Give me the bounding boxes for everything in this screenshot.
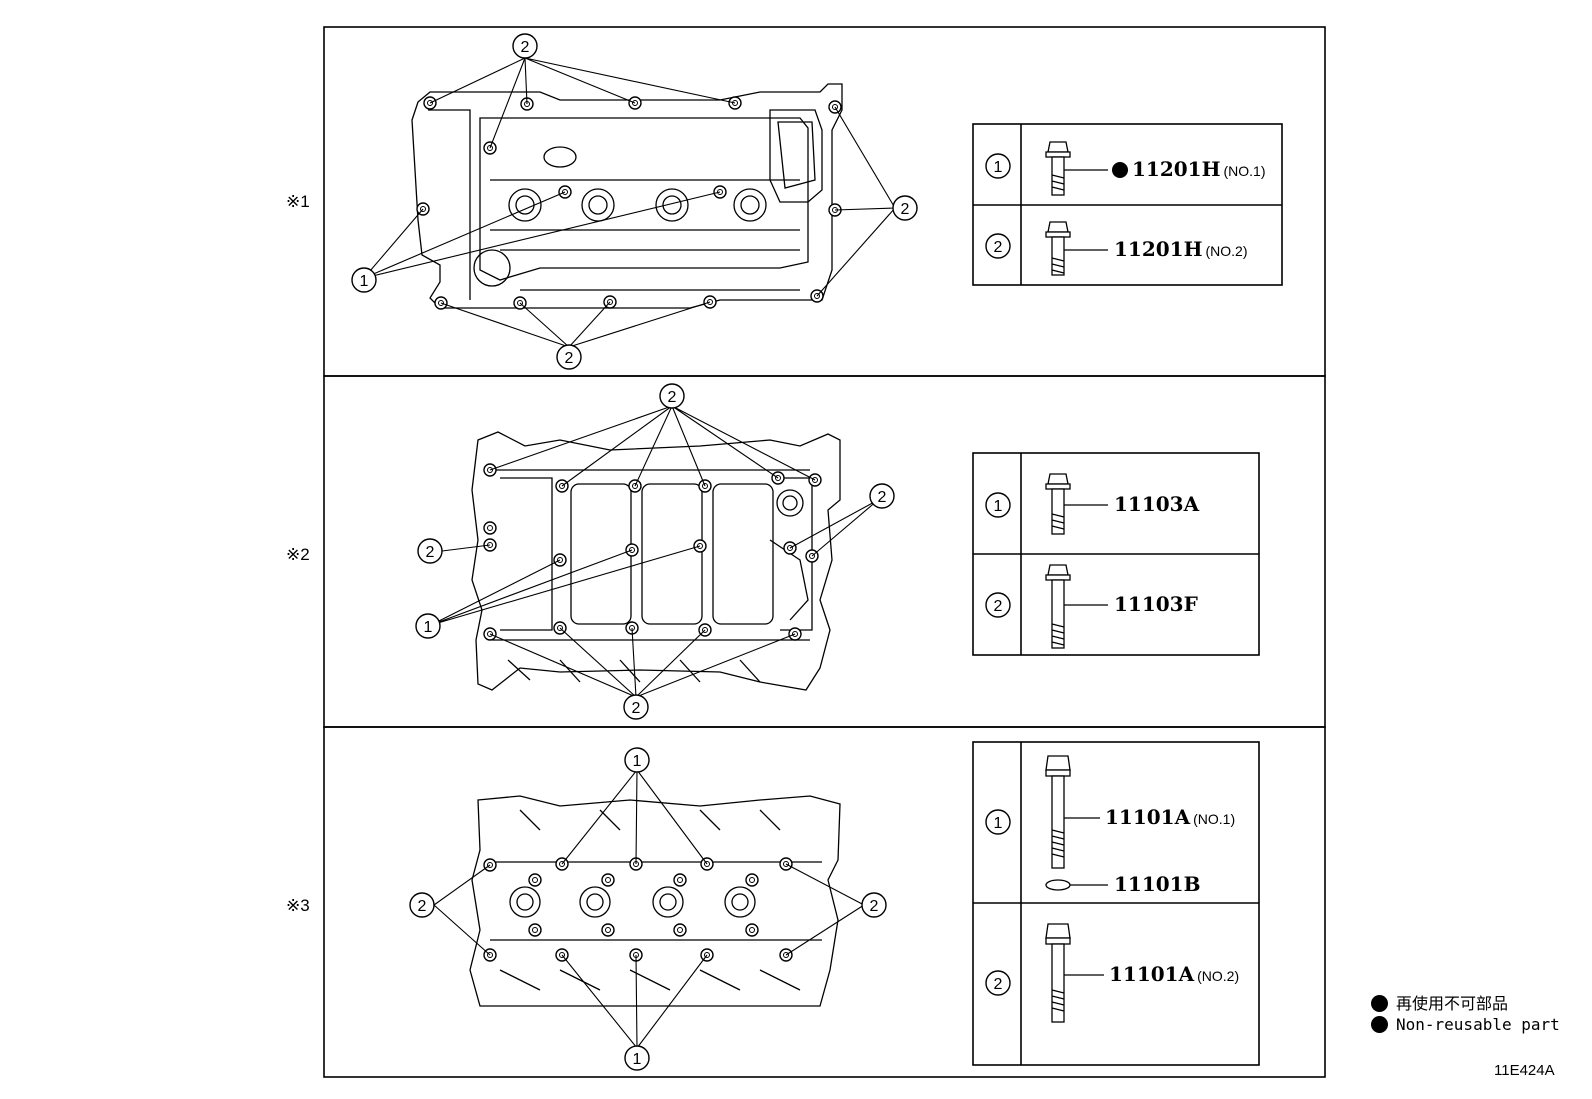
bolt-11201h-no2-icon bbox=[1045, 221, 1108, 276]
section-2-frame bbox=[323, 375, 1326, 728]
section-1-leader-lines bbox=[363, 57, 896, 348]
legend-en: Non-reusable part bbox=[1371, 1015, 1560, 1034]
part-code: 11201H(NO.2) bbox=[1114, 237, 1248, 261]
bolt-11103f-icon bbox=[1045, 564, 1108, 649]
section-3-marker: ※3 bbox=[286, 896, 310, 915]
callout-2-icon bbox=[892, 195, 918, 221]
table-3-row-2-callout-icon bbox=[985, 970, 1011, 996]
part-code: 11103F bbox=[1114, 592, 1198, 616]
callout-1-icon bbox=[351, 267, 377, 293]
section-1-frame bbox=[323, 26, 1326, 377]
part-code: 11101B bbox=[1114, 872, 1201, 896]
callout-2-icon bbox=[659, 383, 685, 409]
section-2-callouts bbox=[415, 383, 895, 720]
table-callouts bbox=[985, 153, 1011, 996]
callout-1-icon bbox=[624, 747, 650, 773]
head-bolt-holes bbox=[483, 857, 793, 962]
section-1-marker: ※1 bbox=[286, 192, 310, 211]
bolt-11201h-no1-icon bbox=[1045, 141, 1108, 196]
section-2-marker: ※2 bbox=[286, 545, 310, 564]
non-reusable-dot-icon bbox=[1371, 995, 1388, 1012]
block-bolt-holes bbox=[483, 463, 822, 641]
section-2-leader-lines bbox=[430, 405, 879, 698]
section-3-leader-lines bbox=[433, 769, 865, 1049]
bolt-11101a-no1-icon bbox=[1045, 755, 1100, 869]
part-code: 11101A(NO.1) bbox=[1105, 805, 1236, 829]
washer-11101b-icon bbox=[1045, 879, 1108, 891]
cylinder-head-cover-illustration bbox=[411, 83, 843, 309]
bolt-11103a-icon bbox=[1045, 473, 1108, 535]
non-reusable-dot-icon bbox=[1112, 162, 1128, 178]
part-code: 11103A bbox=[1114, 492, 1200, 516]
cylinder-head-illustration bbox=[469, 795, 841, 1007]
part-code: 11101A(NO.2) bbox=[1109, 962, 1240, 986]
non-reusable-dot-icon bbox=[1371, 1016, 1388, 1033]
table-2-row-1-callout-icon bbox=[985, 492, 1011, 518]
callout-2-icon bbox=[409, 892, 435, 918]
callout-2-icon bbox=[417, 538, 443, 564]
table-2-row-2-callout-icon bbox=[985, 592, 1011, 618]
figure-id: 11E424A bbox=[1494, 1062, 1555, 1079]
part-code: 11201H(NO.1) bbox=[1132, 157, 1266, 181]
part-tables bbox=[972, 123, 1283, 1066]
callout-2-icon bbox=[556, 344, 582, 370]
table-1-row-1-callout-icon bbox=[985, 153, 1011, 179]
bolt-drawings bbox=[1045, 141, 1108, 1023]
callout-2-icon bbox=[623, 694, 649, 720]
callout-2-icon bbox=[869, 483, 895, 509]
legend-jp: 再使用不可部品 bbox=[1371, 990, 1508, 1014]
table-3-row-1-callout-icon bbox=[985, 809, 1011, 835]
section-3-callouts bbox=[409, 747, 887, 1071]
section-frames bbox=[323, 26, 1326, 1078]
cylinder-block-illustration bbox=[471, 431, 841, 691]
callout-1-icon bbox=[415, 613, 441, 639]
bolt-11101a-no2-icon bbox=[1045, 923, 1104, 1023]
callout-2-icon bbox=[512, 33, 538, 59]
callout-1-icon bbox=[624, 1045, 650, 1071]
callout-2-icon bbox=[861, 892, 887, 918]
table-1-row-2-callout-icon bbox=[985, 233, 1011, 259]
section-3-frame bbox=[323, 726, 1326, 1078]
